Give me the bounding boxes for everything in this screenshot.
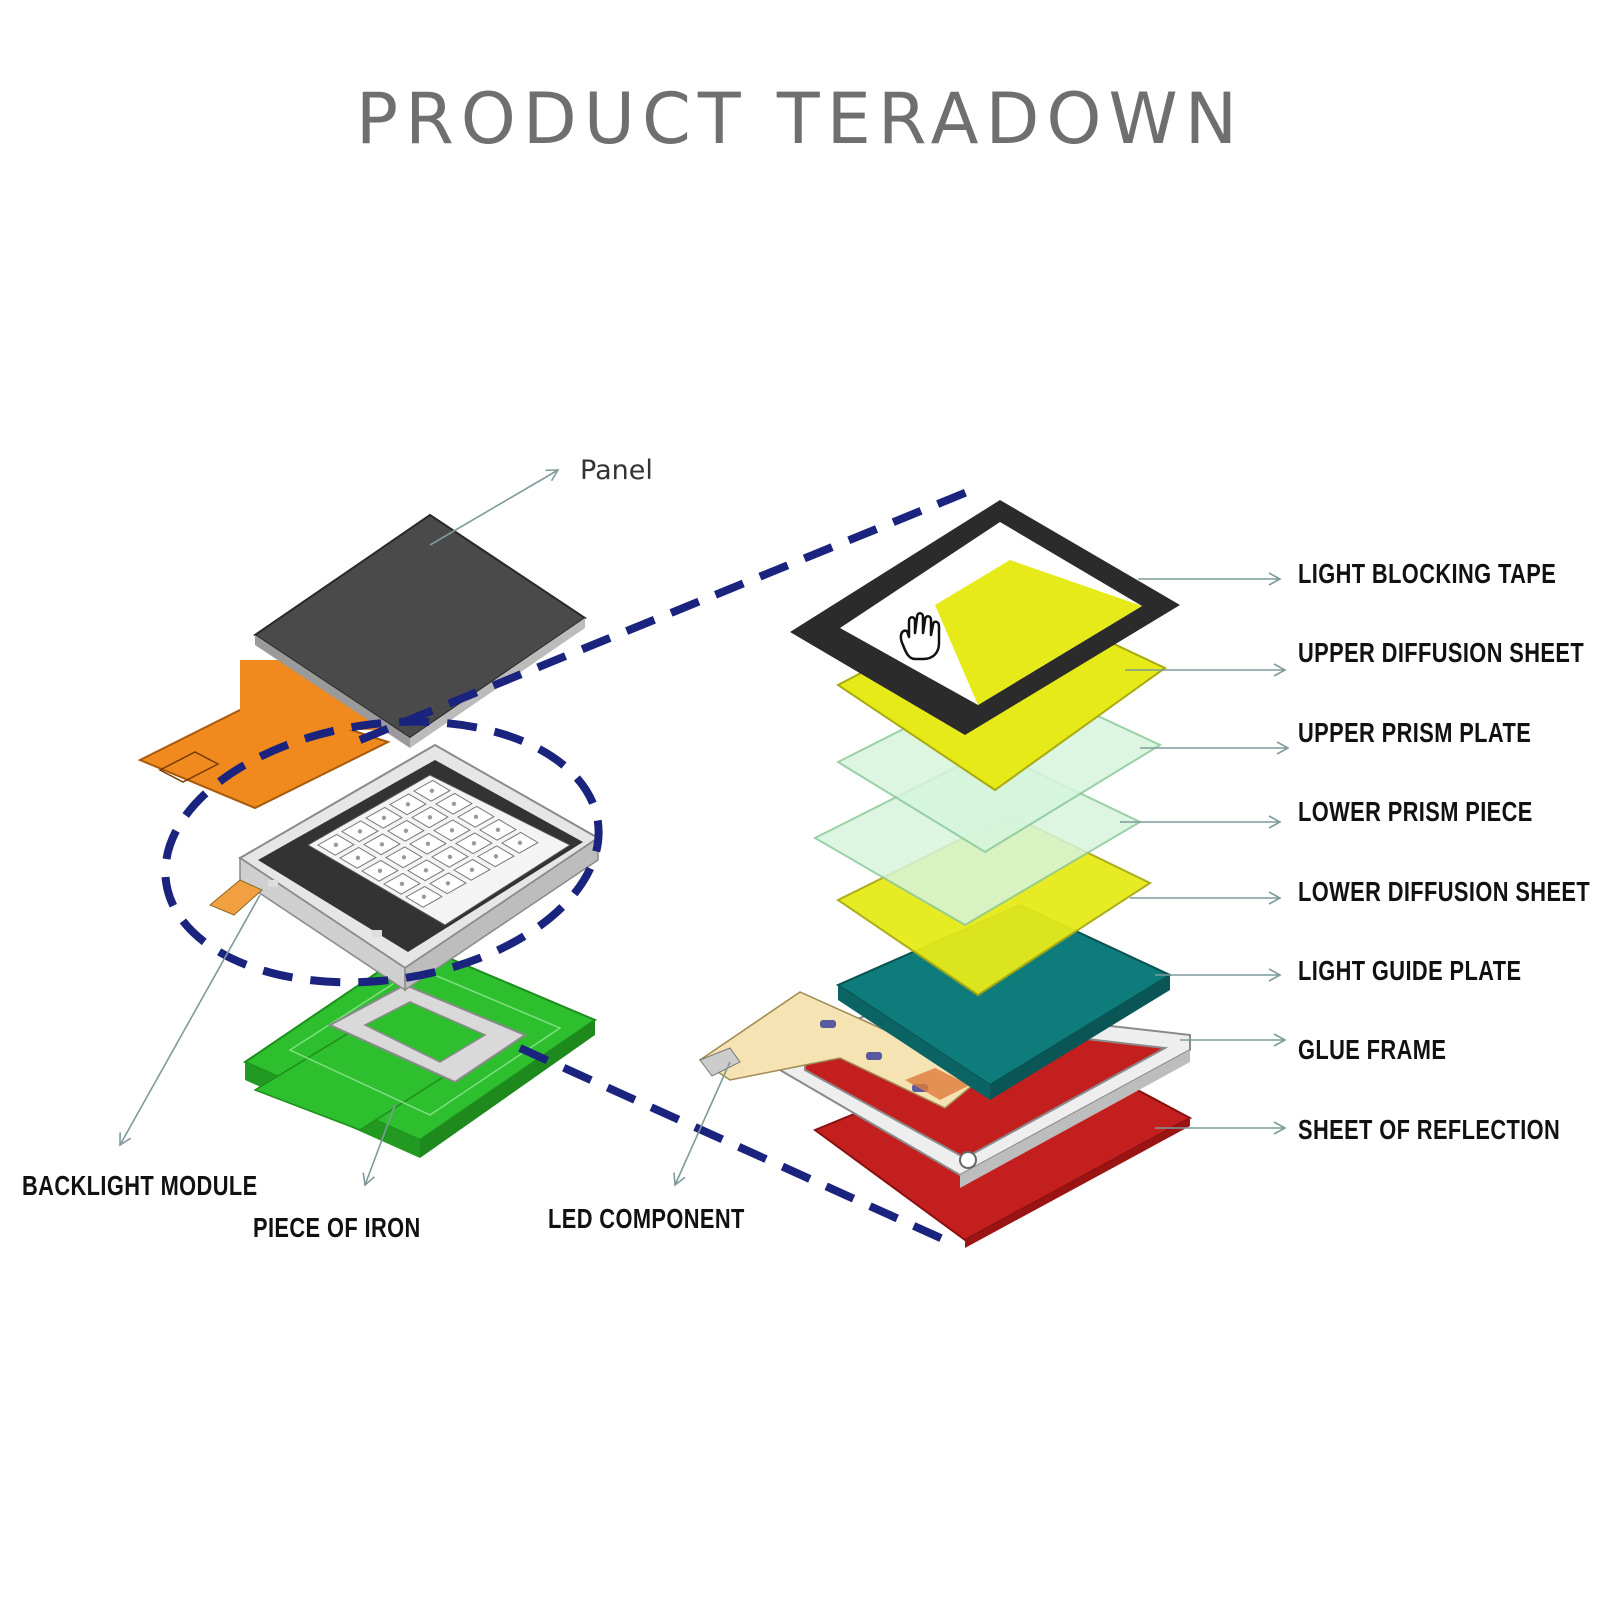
led-dot (473, 814, 479, 820)
led-dot (377, 868, 383, 874)
upper-dashed-connector (358, 486, 974, 744)
led-dot (405, 802, 411, 807)
label-piece-of-iron: PIECE OF IRON (253, 1212, 421, 1243)
leader-panel (429, 469, 560, 546)
led-dot (451, 801, 457, 807)
leader-lines (119, 469, 1290, 1187)
led-dot (495, 827, 501, 833)
leader-piece-of-iron (362, 1104, 396, 1187)
label-light-guide-plate: LIGHT GUIDE PLATE (1298, 955, 1522, 986)
label-upper-diffusion-sheet: UPPER DIFFUSION SHEET (1298, 637, 1585, 668)
panel-part (137, 513, 587, 810)
label-upper-prism-plate: UPPER PRISM PLATE (1298, 717, 1532, 748)
led-dot (493, 854, 499, 859)
label-led-component: LED COMPONENT (548, 1203, 745, 1234)
label-light-blocking-tape: LIGHT BLOCKING TAPE (1298, 558, 1557, 589)
led-dot (469, 867, 475, 873)
label-lower-prism-piece: LOWER PRISM PIECE (1298, 796, 1533, 827)
led-dot (401, 855, 407, 860)
lower-dashed-connector (518, 1044, 947, 1244)
label-sheet-of-reflection: SHEET OF REFLECTION (1298, 1114, 1561, 1145)
label-lower-diffusion-sheet: LOWER DIFFUSION SHEET (1298, 876, 1591, 907)
page-title: PRODUCT TERADOWN (355, 78, 1245, 160)
led-dot (399, 881, 405, 887)
piece-of-iron-part (242, 943, 598, 1158)
led-dot (429, 788, 435, 794)
leader-led-component (673, 1061, 731, 1187)
led-dot (333, 842, 339, 848)
led-dot (425, 841, 431, 847)
led-dot (427, 815, 433, 820)
led-dot (403, 828, 409, 834)
led-dot (379, 842, 385, 847)
label-panel: Panel (580, 455, 653, 486)
led-dot (445, 881, 451, 886)
led-dot (355, 855, 361, 861)
leader-backlight-module (119, 894, 261, 1147)
led-dot (421, 894, 427, 900)
hand-cursor-icon (899, 612, 941, 661)
backlight-highlight-ellipse (161, 717, 603, 987)
label-backlight-module: BACKLIGHT MODULE (22, 1170, 258, 1201)
led-dot (447, 854, 453, 860)
led-dot (357, 829, 363, 834)
label-glue-frame: GLUE FRAME (1298, 1034, 1447, 1065)
led-dot (449, 828, 455, 833)
led-dot (517, 840, 523, 846)
led-grid (316, 779, 539, 908)
backlight-module-part (209, 743, 600, 992)
led-dot (423, 868, 429, 873)
led-dot (471, 841, 477, 846)
led-dot (381, 815, 387, 821)
